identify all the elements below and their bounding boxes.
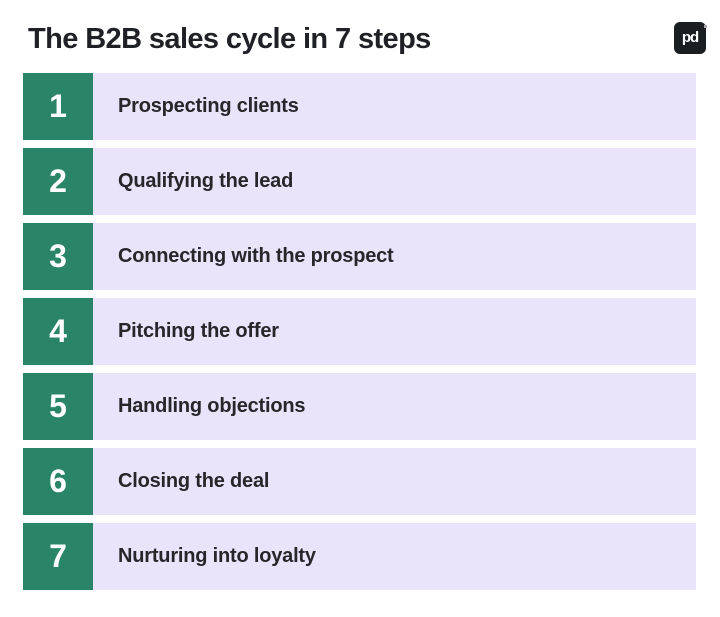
step-label-bar: Closing the deal xyxy=(93,448,696,515)
step-number: 5 xyxy=(49,388,67,424)
step-label: Closing the deal xyxy=(118,470,270,492)
step-label-bar: Prospecting clients xyxy=(93,73,696,140)
step-label: Handling objections xyxy=(118,395,306,417)
step-label-bar: Connecting with the prospect xyxy=(93,223,696,290)
step-label: Connecting with the prospect xyxy=(118,245,394,267)
step-label: Pitching the offer xyxy=(118,320,279,342)
step-row-2: 2 Qualifying the lead xyxy=(23,148,696,215)
step-number-badge: 7 xyxy=(23,523,93,590)
pandadoc-logo-icon: pd xyxy=(674,22,707,54)
step-label: Qualifying the lead xyxy=(118,170,294,192)
step-row-7: 7 Nurturing into loyalty xyxy=(23,523,696,590)
step-row-4: 4 Pitching the offer xyxy=(23,298,696,365)
step-number: 4 xyxy=(49,313,67,349)
step-number: 7 xyxy=(49,538,67,574)
steps-list: 1 Prospecting clients 2 Qualifying the l… xyxy=(23,73,696,598)
step-label-bar: Qualifying the lead xyxy=(93,148,696,215)
step-row-5: 5 Handling objections xyxy=(23,373,696,440)
step-number-badge: 1 xyxy=(23,73,93,140)
step-number-badge: 4 xyxy=(23,298,93,365)
step-number: 6 xyxy=(49,463,67,499)
step-label-bar: Handling objections xyxy=(93,373,696,440)
page-title: The B2B sales cycle in 7 steps xyxy=(28,23,431,55)
step-number: 2 xyxy=(49,163,67,199)
step-row-6: 6 Closing the deal xyxy=(23,448,696,515)
step-label: Nurturing into loyalty xyxy=(118,545,316,567)
step-number-badge: 2 xyxy=(23,148,93,215)
registered-mark-icon xyxy=(704,25,707,28)
step-row-3: 3 Connecting with the prospect xyxy=(23,223,696,290)
step-label-bar: Pitching the offer xyxy=(93,298,696,365)
step-label: Prospecting clients xyxy=(118,95,299,117)
step-row-1: 1 Prospecting clients xyxy=(23,73,696,140)
step-number: 1 xyxy=(49,88,67,124)
pandadoc-logo-text: pd xyxy=(681,28,699,46)
step-number: 3 xyxy=(49,238,67,274)
step-number-badge: 3 xyxy=(23,223,93,290)
step-label-bar: Nurturing into loyalty xyxy=(93,523,696,590)
header: The B2B sales cycle in 7 steps pd xyxy=(0,0,720,73)
step-number-badge: 5 xyxy=(23,373,93,440)
step-number-badge: 6 xyxy=(23,448,93,515)
